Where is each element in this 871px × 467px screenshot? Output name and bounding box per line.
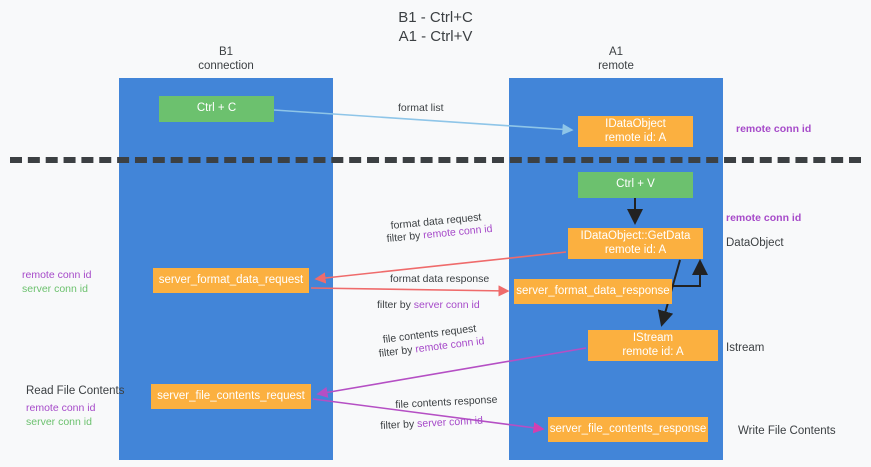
edge-label-format-list: format list [398,102,444,114]
edge-label-format-data-response: format data response [390,273,490,285]
node-ctrl-v-line1: Ctrl + V [616,178,655,191]
edge-label-format-data-response-filter: filter by server conn id [377,298,480,312]
annotation-read-file-contents: Read File Contents [26,385,125,397]
lane-header-b1-name: B1 [218,46,234,58]
node-server-format-data-request[interactable]: server_format_data_request [153,268,309,293]
filter-prefix-fdres: filter by [377,299,414,311]
node-getdata-line1: IDataObject::GetData [580,230,691,242]
node-sfd-request-label: server_format_data_request [158,273,304,286]
filter-prefix-fdreq: filter by [386,229,424,245]
node-sfd-response-label: server_format_data_response [516,284,670,297]
annotation-istream: Istream [726,342,765,354]
node-ctrl-v[interactable]: Ctrl + V [578,172,693,198]
title-line-1: B1 - Ctrl+C [398,9,473,26]
annotation-remote-conn-id-mid: remote conn id [726,212,802,224]
filter-prefix-fcreq: filter by [378,343,417,360]
node-idataobject[interactable]: IDataObject remote id: A [578,116,693,147]
title-line-2: A1 - Ctrl+V [398,28,473,45]
edge-label-file-contents-response: file contents response [395,393,498,411]
node-idataobject-getdata[interactable]: IDataObject::GetData remote id: A [568,228,703,259]
node-server-file-contents-request[interactable]: server_file_contents_request [151,384,311,409]
page-title: B1 - Ctrl+C A1 - Ctrl+V [0,8,871,46]
annotation-left-server-conn-id-b: server conn id [26,416,92,428]
node-getdata-line2: remote id: A [604,243,667,256]
lane-header-b1-sub: connection [198,59,254,72]
annotation-write-file-contents: Write File Contents [738,425,836,437]
filter-key-fdres: server conn id [413,299,480,311]
node-server-file-contents-response[interactable]: server_file_contents_response [548,417,708,442]
node-idataobject-line2: remote id: A [604,131,667,144]
lane-header-a1-sub: remote [598,59,634,72]
node-idataobject-line1: IDataObject [605,118,666,130]
lane-header-b1: B1 connection [119,46,333,73]
node-sfc-response-label: server_file_contents_response [549,422,707,435]
node-istream-line2: remote id: A [622,345,684,358]
edge-label-file-contents-response-filter: filter by server conn id [380,414,483,433]
annotation-dataobject: DataObject [726,237,784,249]
filter-prefix-fcres: filter by [380,418,418,432]
node-istream-line1: IStream [632,332,674,344]
annotation-left-remote-conn-id-a: remote conn id [22,269,92,281]
node-sfc-request-label: server_file_contents_request [157,389,305,402]
annotation-left-remote-conn-id-b: remote conn id [26,402,96,414]
phase-divider [10,157,861,163]
lane-header-a1-name: A1 [608,46,624,58]
annotation-left-conn-ids-top: remote conn id server conn id [22,268,91,296]
annotation-left-conn-ids-bottom: remote conn id server conn id [26,401,95,429]
node-server-format-data-response[interactable]: server_format_data_response [514,279,672,304]
edge-format-data-response [310,285,510,297]
node-istream[interactable]: IStream remote id: A [588,330,718,361]
node-ctrl-c-line1: Ctrl + C [196,102,237,115]
filter-key-fcres: server conn id [416,414,484,431]
annotation-remote-conn-id-top: remote conn id [736,123,812,135]
annotation-left-server-conn-id-a: server conn id [22,283,88,295]
lane-header-a1: A1 remote [509,46,723,73]
node-ctrl-c[interactable]: Ctrl + C [159,96,274,122]
